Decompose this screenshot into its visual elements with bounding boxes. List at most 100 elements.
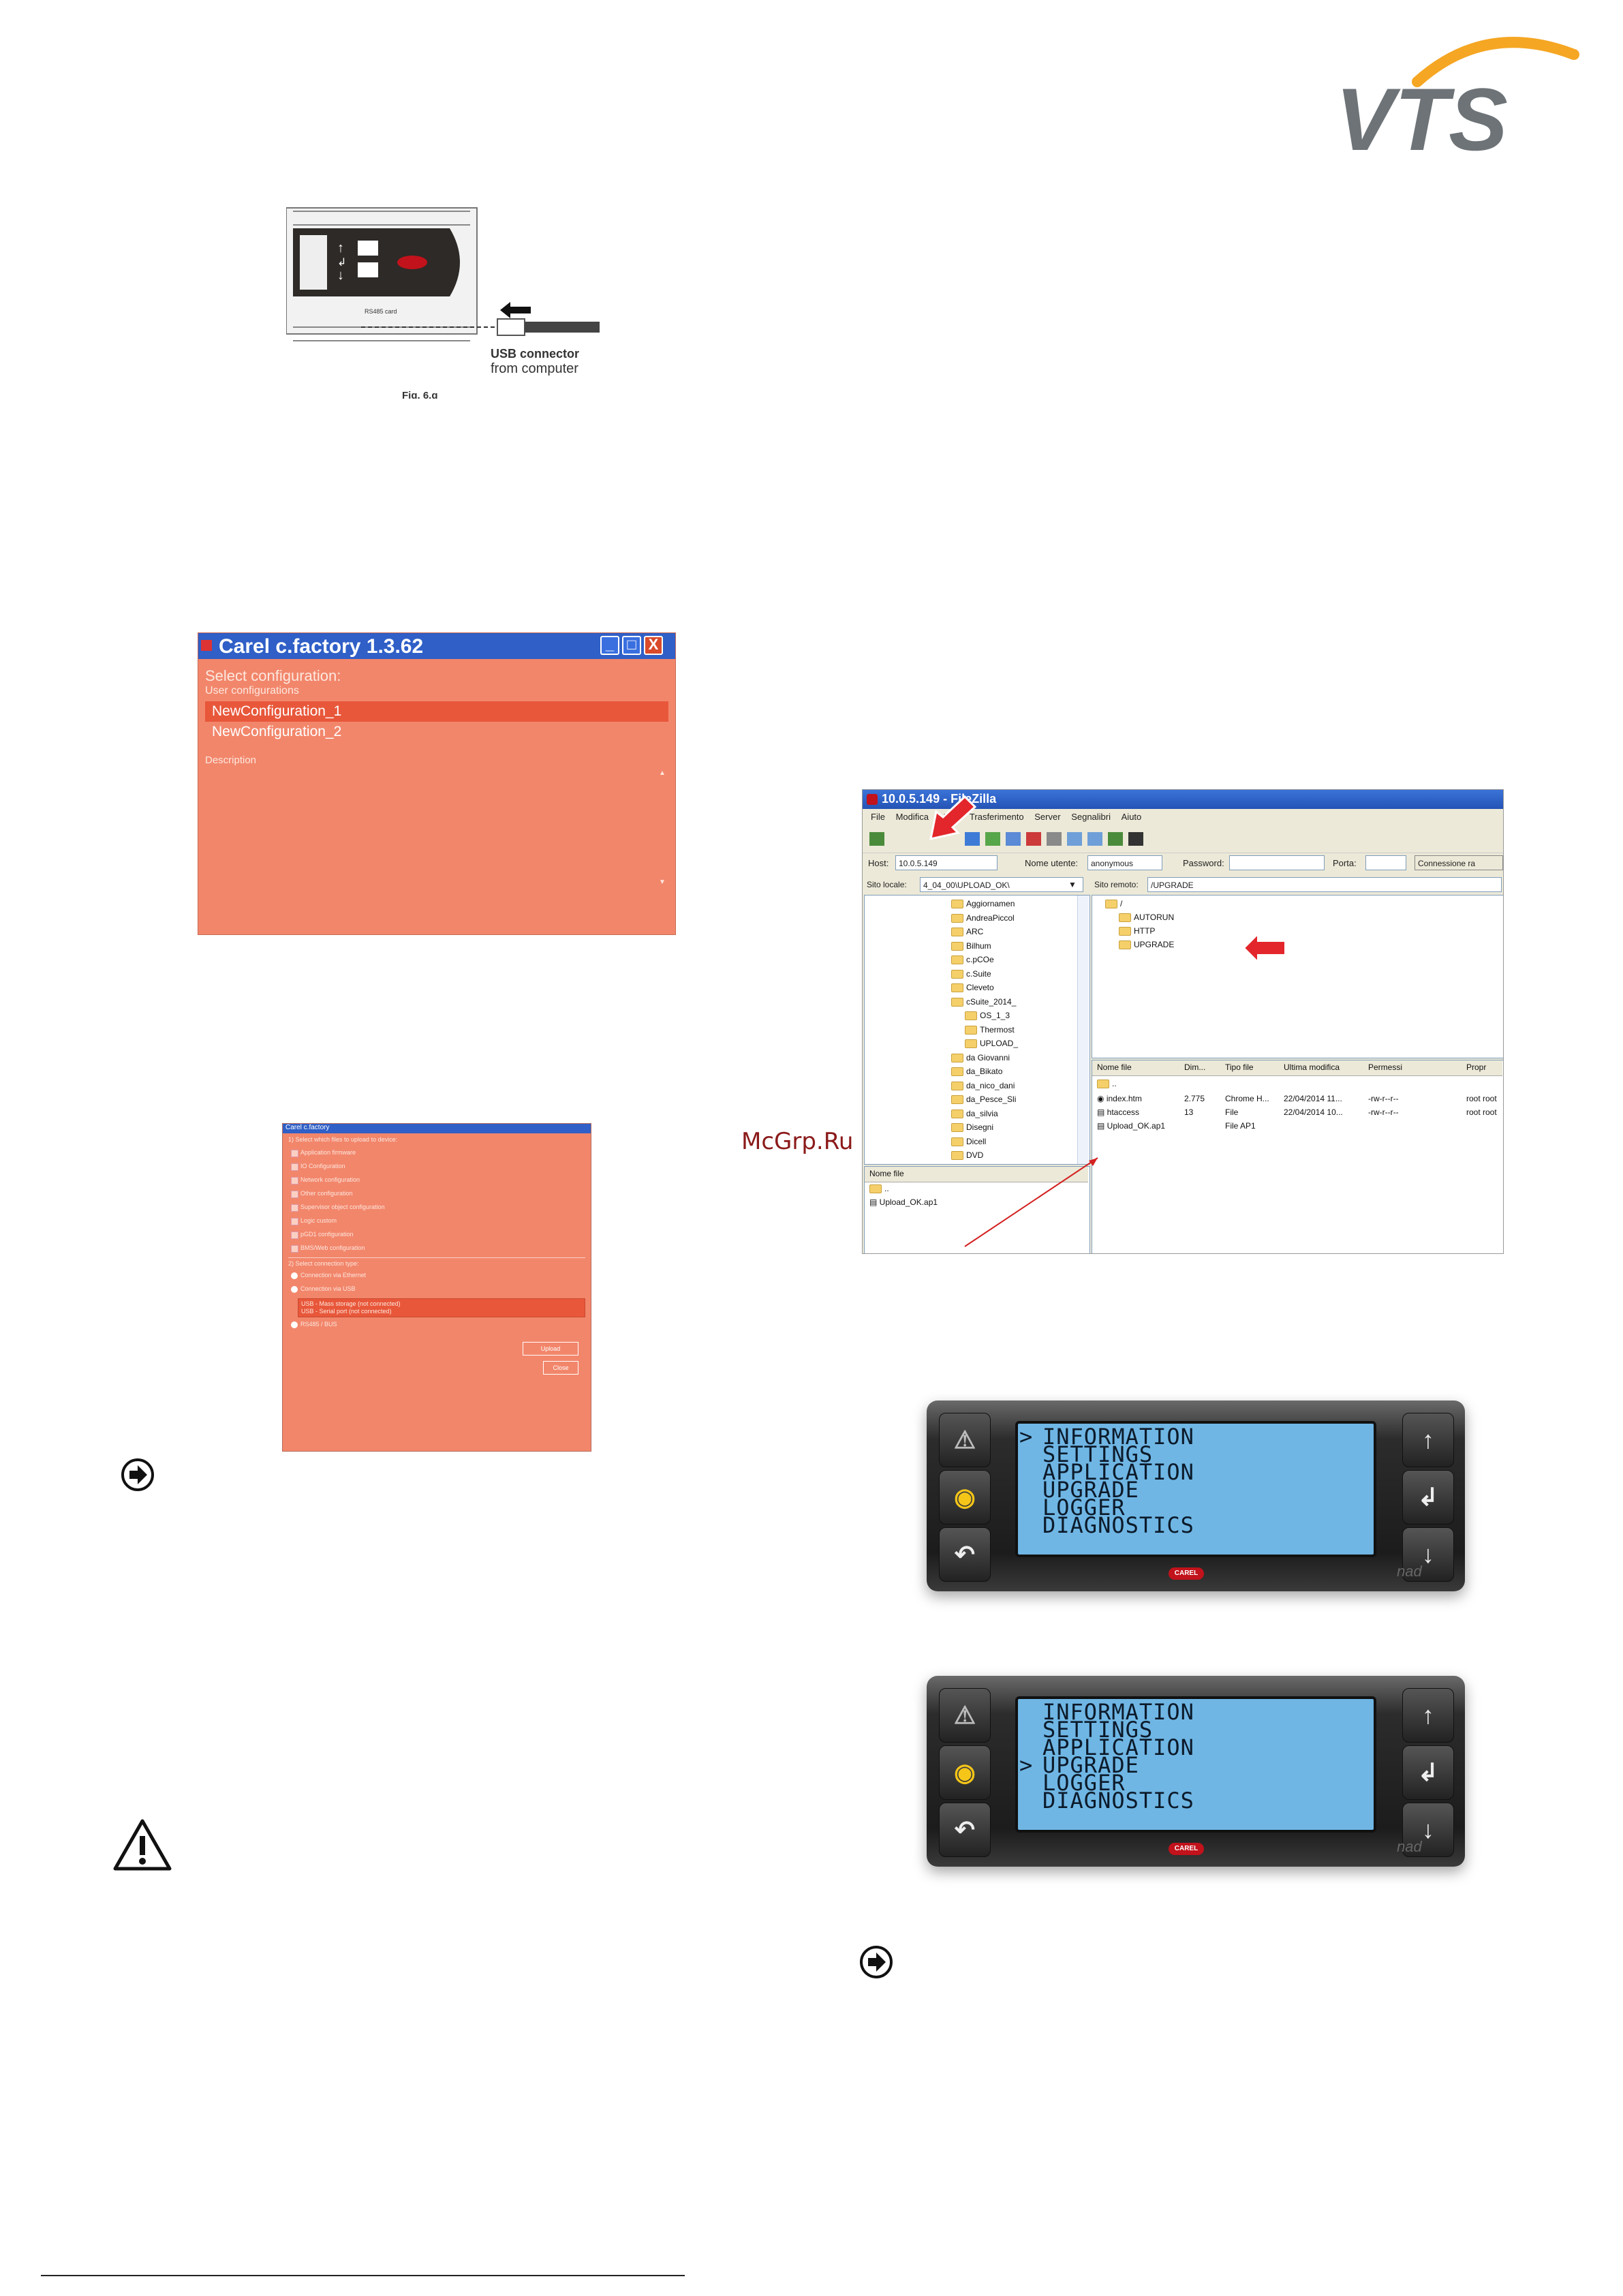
- option-checkbox[interactable]: [291, 1191, 298, 1198]
- remote-site-input[interactable]: /UPGRADE: [1147, 877, 1502, 892]
- maximize-button[interactable]: □: [622, 636, 641, 655]
- connection-radio[interactable]: [291, 1321, 298, 1328]
- escape-key-icon[interactable]: ↶: [939, 1803, 991, 1857]
- local-tree-item[interactable]: Dicell: [951, 1137, 986, 1146]
- process-queue-icon[interactable]: [985, 832, 1000, 846]
- menu-file[interactable]: File: [871, 812, 885, 822]
- enter-key-icon[interactable]: ↲: [1402, 1470, 1454, 1525]
- upload-button[interactable]: Upload: [523, 1342, 578, 1356]
- cancel-icon[interactable]: [1026, 832, 1041, 846]
- escape-key-icon[interactable]: ↶: [939, 1527, 991, 1582]
- remote-tree-item[interactable]: /: [1120, 899, 1123, 908]
- option-checkbox[interactable]: [291, 1218, 298, 1225]
- down-key-icon[interactable]: ↓: [1402, 1527, 1454, 1582]
- local-tree-panel[interactable]: [864, 895, 1090, 1165]
- menu-trasferimento[interactable]: Trasferimento: [969, 812, 1024, 822]
- password-input[interactable]: [1229, 855, 1325, 870]
- remote-file-list[interactable]: [1092, 1060, 1503, 1253]
- compare-icon[interactable]: [1067, 832, 1082, 846]
- col-modified[interactable]: Ultima modifica: [1284, 1062, 1340, 1072]
- menu-modifica[interactable]: Modifica: [895, 812, 929, 822]
- local-tree-item[interactable]: DVD: [951, 1150, 983, 1161]
- menu-segnalibri[interactable]: Segnalibri: [1071, 812, 1111, 822]
- menu-item-upgrade[interactable]: UPGRADE: [1042, 1752, 1139, 1778]
- sync-icon[interactable]: [1087, 832, 1102, 846]
- local-tree-item[interactable]: c.pCOe: [951, 955, 994, 965]
- connection-radio[interactable]: [291, 1272, 298, 1279]
- program-key-icon[interactable]: ◉: [939, 1470, 991, 1525]
- scroll-down-icon[interactable]: ▼: [659, 878, 666, 886]
- local-file-row[interactable]: ▤ Upload_OK.ap1: [869, 1197, 938, 1207]
- usb-item[interactable]: USB - Serial port (not connected): [301, 1308, 392, 1315]
- local-tree-item[interactable]: da_nico_dani: [951, 1081, 1015, 1090]
- local-site-dropdown-icon[interactable]: ▼: [1068, 880, 1077, 889]
- local-tree-item[interactable]: OS_1_3: [965, 1011, 1010, 1021]
- local-tree-item[interactable]: AndreaPiccol: [951, 913, 1015, 923]
- col-type[interactable]: Tipo file: [1225, 1062, 1254, 1072]
- local-tree-scrollbar[interactable]: [1077, 896, 1089, 1164]
- local-tree-item[interactable]: Thermost: [965, 1025, 1015, 1035]
- option-checkbox[interactable]: [291, 1231, 298, 1239]
- host-input[interactable]: 10.0.5.149: [895, 855, 998, 870]
- close-button[interactable]: Close: [543, 1361, 578, 1375]
- usb-device-list[interactable]: USB - Mass storage (not connected) USB -…: [298, 1298, 585, 1317]
- menu-item-logger[interactable]: LOGGER: [1042, 1495, 1126, 1520]
- local-tree-item[interactable]: UPLOAD_: [965, 1039, 1018, 1049]
- option-checkbox[interactable]: [291, 1163, 298, 1171]
- remote-tree-panel[interactable]: [1092, 895, 1503, 1058]
- local-tree-item[interactable]: cSuite_2014_: [951, 997, 1016, 1007]
- menu-item-upgrade[interactable]: UPGRADE: [1042, 1477, 1139, 1503]
- menu-item-diagnostics[interactable]: DIAGNOSTICS: [1042, 1788, 1194, 1813]
- menu-server[interactable]: Server: [1034, 812, 1061, 822]
- menu-item-diagnostics[interactable]: DIAGNOSTICS: [1042, 1512, 1194, 1538]
- quickconnect-button[interactable]: Connessione ra: [1415, 855, 1503, 870]
- remote-tree-item[interactable]: AUTORUN: [1134, 913, 1175, 922]
- menu-item-settings[interactable]: SETTINGS: [1042, 1717, 1154, 1743]
- usb-item[interactable]: USB - Mass storage (not connected): [301, 1300, 401, 1307]
- disconnect-icon[interactable]: [1047, 832, 1062, 846]
- menu-item-settings[interactable]: SETTINGS: [1042, 1441, 1154, 1467]
- menu-aiuto[interactable]: Aiuto: [1121, 812, 1142, 822]
- user-input[interactable]: anonymous: [1087, 855, 1162, 870]
- local-tree-item[interactable]: Cleveto: [951, 983, 994, 993]
- minimize-button[interactable]: _: [600, 636, 619, 655]
- local-tree-item[interactable]: c.Suite: [951, 969, 991, 979]
- menu-item-information[interactable]: INFORMATION: [1042, 1424, 1194, 1450]
- local-tree-item[interactable]: da_Bikato: [951, 1067, 1002, 1077]
- local-tree-item[interactable]: Aggiornamen: [951, 899, 1015, 909]
- option-checkbox[interactable]: [291, 1204, 298, 1212]
- connection-radio[interactable]: [291, 1286, 298, 1293]
- remote-tree-item[interactable]: UPGRADE: [1134, 940, 1175, 949]
- local-file-row[interactable]: ..: [884, 1184, 889, 1193]
- option-checkbox[interactable]: [291, 1177, 298, 1184]
- local-tree-item[interactable]: da_silvia: [951, 1109, 998, 1118]
- configuration-item-2[interactable]: NewConfiguration_2: [212, 724, 342, 739]
- local-tree-item[interactable]: da Giovanni: [951, 1053, 1010, 1062]
- alarm-key-icon[interactable]: ⚠: [939, 1413, 991, 1467]
- scroll-up-icon[interactable]: ▲: [659, 769, 666, 777]
- down-key-icon[interactable]: ↓: [1402, 1803, 1454, 1857]
- binoculars-icon[interactable]: [1128, 832, 1143, 846]
- close-button[interactable]: X: [644, 636, 663, 655]
- menu-vista[interactable]: Vista: [939, 812, 959, 822]
- menu-item-application[interactable]: APPLICATION: [1042, 1734, 1194, 1760]
- alarm-key-icon[interactable]: ⚠: [939, 1688, 991, 1743]
- local-site-input[interactable]: 4_04_00\UPLOAD_OK\: [920, 877, 1083, 892]
- site-manager-icon[interactable]: [869, 832, 884, 846]
- col-permissions[interactable]: Permessi: [1368, 1062, 1403, 1072]
- option-checkbox[interactable]: [291, 1150, 298, 1157]
- configuration-item-1[interactable]: NewConfiguration_1: [205, 701, 668, 722]
- local-tree-item[interactable]: da_Pesce_Sli: [951, 1095, 1016, 1105]
- local-tree-item[interactable]: Disegni: [951, 1122, 993, 1133]
- menu-item-logger[interactable]: LOGGER: [1042, 1770, 1126, 1796]
- local-tree-item[interactable]: Bilhum: [951, 941, 991, 951]
- filter-icon[interactable]: [1006, 832, 1021, 846]
- remote-tree-item[interactable]: HTTP: [1134, 926, 1156, 936]
- program-key-icon[interactable]: ◉: [939, 1745, 991, 1800]
- search-icon[interactable]: [1108, 832, 1123, 846]
- col-name[interactable]: Nome file: [1097, 1062, 1132, 1072]
- col-size[interactable]: Dim...: [1184, 1062, 1206, 1072]
- up-key-icon[interactable]: ↑: [1402, 1688, 1454, 1743]
- table-row[interactable]: ▤ htaccess: [1097, 1107, 1140, 1117]
- enter-key-icon[interactable]: ↲: [1402, 1745, 1454, 1800]
